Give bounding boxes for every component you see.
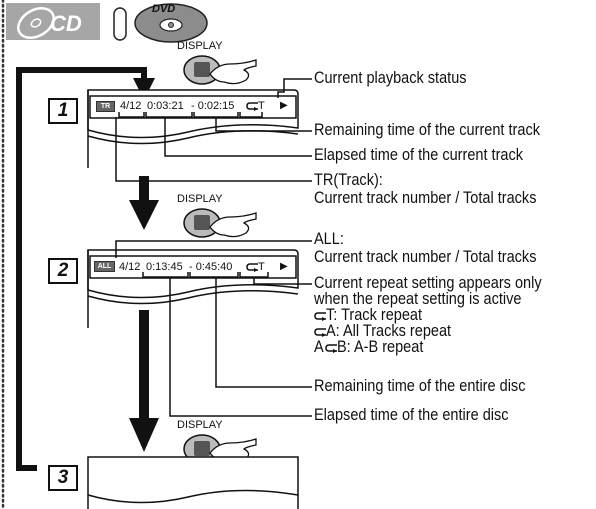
screen2-track: 4/12 bbox=[119, 261, 141, 273]
callout-repeat-ab-a: A bbox=[314, 338, 324, 356]
dvd-logo-text: DVD bbox=[152, 3, 176, 15]
play-icon: ▶ bbox=[280, 261, 288, 272]
arrow-down-2 bbox=[129, 200, 159, 230]
display-button-label-3: DISPLAY bbox=[177, 419, 223, 431]
cd-disc-icon bbox=[17, 7, 55, 39]
callout-repeat-line1: Current repeat setting appears only bbox=[314, 274, 542, 292]
screen1-repeat: T bbox=[258, 100, 265, 112]
arrow-down-1 bbox=[133, 78, 155, 100]
repeat-icon bbox=[246, 102, 258, 111]
callout-elapsed-track: Elapsed time of the current track bbox=[314, 146, 524, 164]
display-button-label-1: DISPLAY bbox=[177, 40, 223, 52]
callout-playback-status: Current playback status bbox=[314, 69, 467, 87]
tv-screen-3 bbox=[87, 456, 299, 509]
dvd-disc-icon bbox=[113, 3, 208, 43]
screen2-repeat: T bbox=[258, 261, 265, 273]
play-icon: ▶ bbox=[280, 100, 288, 111]
callout-tr-desc: Current track number / Total tracks bbox=[314, 189, 537, 207]
screen1-remaining: - 0:02:15 bbox=[191, 100, 235, 112]
callout-elapsed-disc: Elapsed time of the entire disc bbox=[314, 406, 509, 424]
dvd-logo: DVD bbox=[113, 2, 213, 44]
callout-all-desc: Current track number / Total tracks bbox=[314, 248, 537, 266]
tv-screen-2 bbox=[87, 249, 299, 328]
cd-logo-text: CD bbox=[50, 11, 82, 36]
arrow-down-3 bbox=[129, 418, 159, 452]
display-button-1[interactable] bbox=[180, 52, 260, 90]
step-number-2: 2 bbox=[48, 258, 78, 284]
repeat-icon bbox=[246, 263, 258, 272]
screen1-track: 4/12 bbox=[120, 100, 142, 112]
callout-repeat-ab-b: B: A-B repeat bbox=[337, 338, 424, 356]
screen2-elapsed: 0:13:45 bbox=[146, 261, 183, 273]
callout-repeat-line2: when the repeat setting is active bbox=[314, 290, 522, 308]
callout-repeat-all: A: All Tracks repeat bbox=[326, 322, 452, 340]
screen2-all-badge: ALL bbox=[94, 261, 115, 272]
left-dotted-edge bbox=[1, 0, 5, 509]
callout-repeat-track: T: Track repeat bbox=[326, 306, 423, 324]
display-button-2[interactable] bbox=[180, 205, 260, 243]
screen1-tr-badge: TR bbox=[96, 101, 115, 112]
callout-all-title: ALL: bbox=[314, 230, 344, 248]
screen2-remaining: - 0:45:40 bbox=[189, 261, 233, 273]
callout-remaining-track: Remaining time of the current track bbox=[314, 121, 540, 139]
callout-tr-title: TR(Track): bbox=[314, 171, 383, 189]
step-number-3: 3 bbox=[48, 465, 78, 491]
callout-remaining-disc: Remaining time of the entire disc bbox=[314, 377, 526, 395]
display-button-label-2: DISPLAY bbox=[177, 193, 223, 205]
cd-logo: CD bbox=[6, 3, 100, 40]
repeat-icon bbox=[325, 344, 337, 353]
repeat-icon bbox=[314, 328, 326, 337]
step-number-1: 1 bbox=[48, 98, 78, 124]
repeat-icon bbox=[314, 312, 326, 321]
screen1-elapsed: 0:03:21 bbox=[147, 100, 184, 112]
